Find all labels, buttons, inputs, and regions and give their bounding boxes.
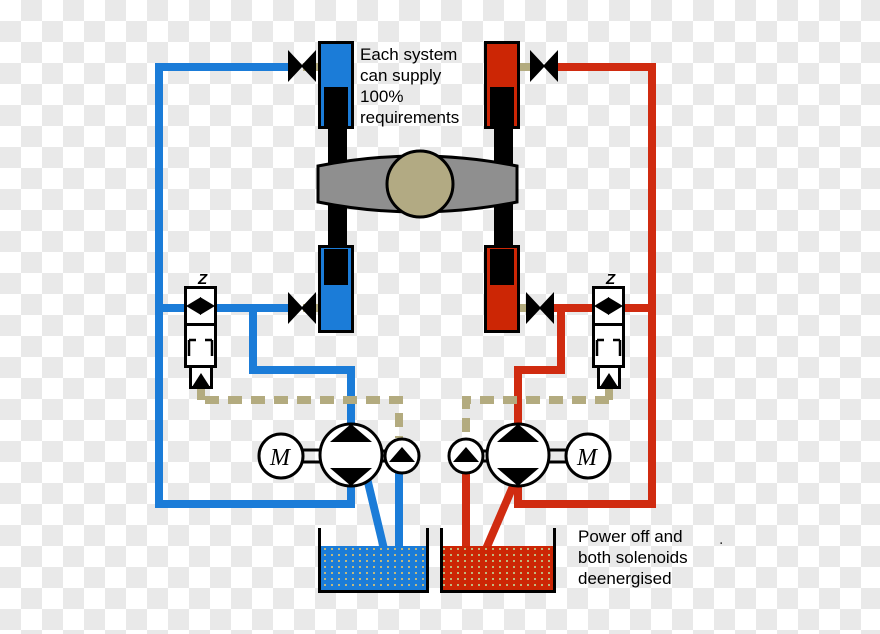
red-pump-drain-pipe [482,475,521,551]
right-aux-pump-triangle [453,447,479,462]
top-annotation-line: Each system [360,45,458,64]
check-valve-top-right [530,50,558,82]
right-solenoid-valve: Z [592,271,625,389]
red-reservoir-fluid [442,546,553,591]
bottom-annotation-line: deenergised [578,569,672,588]
top-annotation-line: can supply [360,66,442,85]
actuator-hub [385,149,455,219]
actuator-assembly [316,41,520,333]
bottom-annotation-line: both solenoids [578,548,688,567]
left-solenoid-valve: Z [184,271,217,389]
blue-reservoir-tank [318,528,429,593]
top-annotation: Each system can supply 100% requirements [360,44,459,128]
left-valve-springs [187,338,214,356]
left-solenoid-symbol: Z [197,271,208,288]
left-dashed-control-line [205,396,403,438]
left-solenoid-stub [197,385,205,400]
check-valve-top-left [288,50,316,82]
top-annotation-line: requirements [360,108,460,127]
red-reservoir [440,528,556,593]
right-valve-actuator-wedge [600,373,618,387]
check-valve-mid-left [288,292,316,324]
bottom-annotation-line: Power off and [578,527,683,546]
blue-main-loop-pipe [155,63,355,508]
left-electric-motor [257,432,305,480]
left-pump-group: M [257,422,421,488]
left-main-pump-top-triangle [330,424,372,442]
right-solenoid-stub [605,385,613,400]
cylinder-bottom-right [484,245,520,333]
left-main-pump-bottom-triangle [330,468,372,486]
right-valve-body-bottom [592,323,625,368]
top-annotation-line: 100% [360,87,404,106]
mid-right-port-stub [514,304,528,312]
left-aux-pump-triangle [389,447,415,462]
top-right-port-stub [515,63,532,71]
cylinder-top-right [484,41,520,129]
red-main-loop-pipe [514,63,656,508]
cylinder-bottom-left [318,245,354,333]
left-motor-label: M [269,445,292,471]
check-valve-mid-right [526,292,554,324]
right-valve-flow-arrows [594,297,623,315]
check-valves [288,50,558,324]
right-dashed-control-line [462,396,609,438]
piston-rods [328,122,513,249]
red-reservoir-tank [440,528,556,593]
stray-dot: . [719,531,724,548]
right-pump-group: M [447,422,612,488]
blue-pump-drain-pipe [362,473,388,550]
left-valve-actuator-wedge [192,373,210,387]
blue-reservoir-fluid [320,546,427,591]
red-hydraulic-circuit [462,63,656,551]
right-solenoid-symbol: Z [605,271,616,288]
right-main-pump-bottom-triangle [497,468,539,486]
right-main-pump-top-triangle [497,424,539,442]
blue-reservoir [318,528,429,593]
bottom-annotation: Power off and both solenoids deenergised [578,526,688,589]
red-pump-pressure-pipe [514,305,565,429]
solenoid-control-linkages [205,396,609,438]
right-electric-motor [564,432,612,480]
left-valve-flow-arrows [186,297,215,315]
cylinder-top-left [318,41,354,129]
right-motor-label: M [576,445,599,471]
right-valve-springs [595,338,622,356]
